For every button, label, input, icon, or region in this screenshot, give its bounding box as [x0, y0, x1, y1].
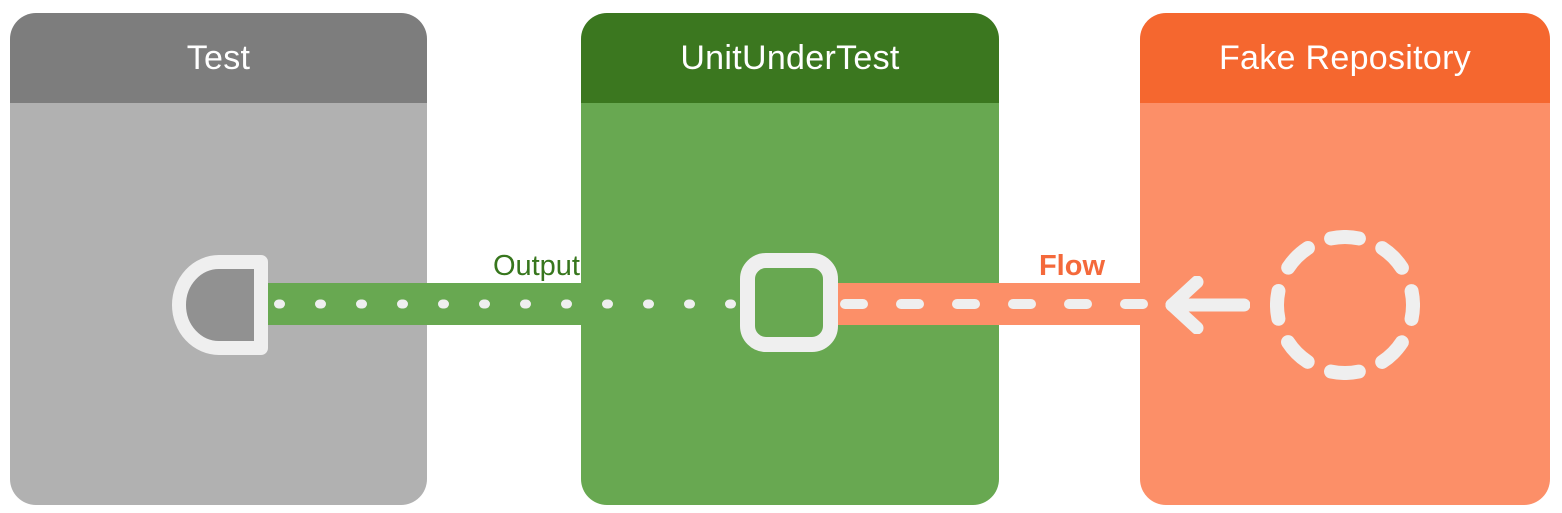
output-dot	[274, 299, 285, 309]
output-dot	[602, 299, 613, 309]
arrow-left-icon	[1165, 276, 1250, 334]
output-dot	[356, 299, 367, 309]
output-dot	[397, 299, 408, 309]
output-dot	[520, 299, 531, 309]
output-dot	[725, 299, 736, 309]
output-dot	[561, 299, 572, 309]
box-fake-repository-header: Fake Repository	[1140, 13, 1550, 103]
box-unit-under-test-header: UnitUnderTest	[581, 13, 999, 103]
box-test-title: Test	[186, 38, 251, 77]
output-dot	[438, 299, 449, 309]
flow-connection-band	[838, 283, 1160, 325]
output-dot	[684, 299, 695, 309]
flow-dashed-line	[840, 299, 1148, 309]
flow-dash	[896, 299, 924, 309]
output-dot	[315, 299, 326, 309]
collector-icon	[172, 255, 268, 355]
flow-dash	[840, 299, 868, 309]
output-dot	[643, 299, 654, 309]
output-label: Output	[492, 250, 580, 282]
box-unit-under-test-title: UnitUnderTest	[680, 38, 900, 77]
box-test-header: Test	[10, 13, 427, 103]
output-dot	[479, 299, 490, 309]
flow-dash	[1008, 299, 1036, 309]
flow-dash	[1120, 299, 1148, 309]
flow-dash	[1064, 299, 1092, 309]
unit-square-icon	[740, 253, 838, 352]
dashed-circle-icon	[1270, 230, 1420, 380]
flow-dash	[952, 299, 980, 309]
box-fake-repository-title: Fake Repository	[1218, 38, 1472, 77]
output-dotted-line	[274, 299, 736, 309]
flow-label: Flow	[1038, 250, 1105, 282]
output-connection-band	[260, 283, 745, 325]
